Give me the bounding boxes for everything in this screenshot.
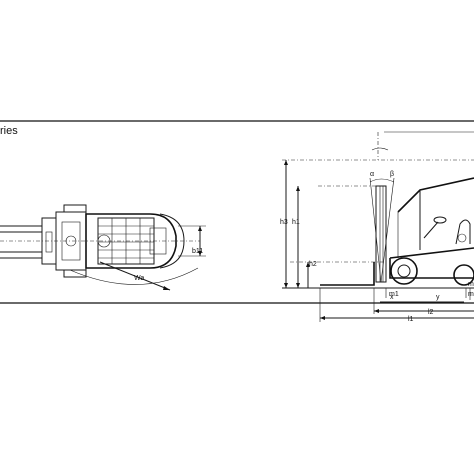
alpha-label: α [370, 171, 374, 178]
x-label: x [390, 294, 394, 301]
mast-tilt-forward [369, 177, 382, 283]
wa-label: Wa [134, 275, 144, 282]
y-label: y [436, 294, 440, 301]
m1-label-left: m1 [389, 291, 399, 298]
side-view: α β h3 h1 h2 m1 [280, 131, 474, 323]
side-chassis [389, 247, 474, 279]
rear-wheel [453, 264, 474, 286]
truck-body-outline [85, 213, 177, 269]
h2-label: h2 [309, 261, 317, 268]
side-overhead-guard [397, 177, 474, 213]
top-view: b11 Wa [0, 204, 206, 291]
mast [375, 185, 387, 283]
side-fork [320, 262, 375, 286]
fork-right [0, 251, 43, 259]
h1-label: h1 [292, 219, 300, 226]
front-wheel-top [63, 204, 87, 213]
l2-label: l2 [428, 309, 434, 316]
wa-dimension-line [99, 261, 171, 291]
m-label-partial: m [468, 281, 474, 288]
operator-seat [455, 219, 471, 245]
m1-label-right: m1 [468, 291, 474, 298]
series-title-fragment: ries [0, 125, 18, 137]
l1-label: l1 [408, 316, 414, 323]
h3-label: h3 [280, 219, 288, 226]
mast-tilt-back [380, 177, 395, 283]
b11-label: b11 [192, 248, 203, 255]
front-wheel [390, 257, 418, 285]
front-wheel-bottom [63, 269, 87, 278]
turning-radius-arc [69, 267, 199, 285]
beta-label: β [390, 171, 394, 178]
fork-left [0, 225, 43, 233]
